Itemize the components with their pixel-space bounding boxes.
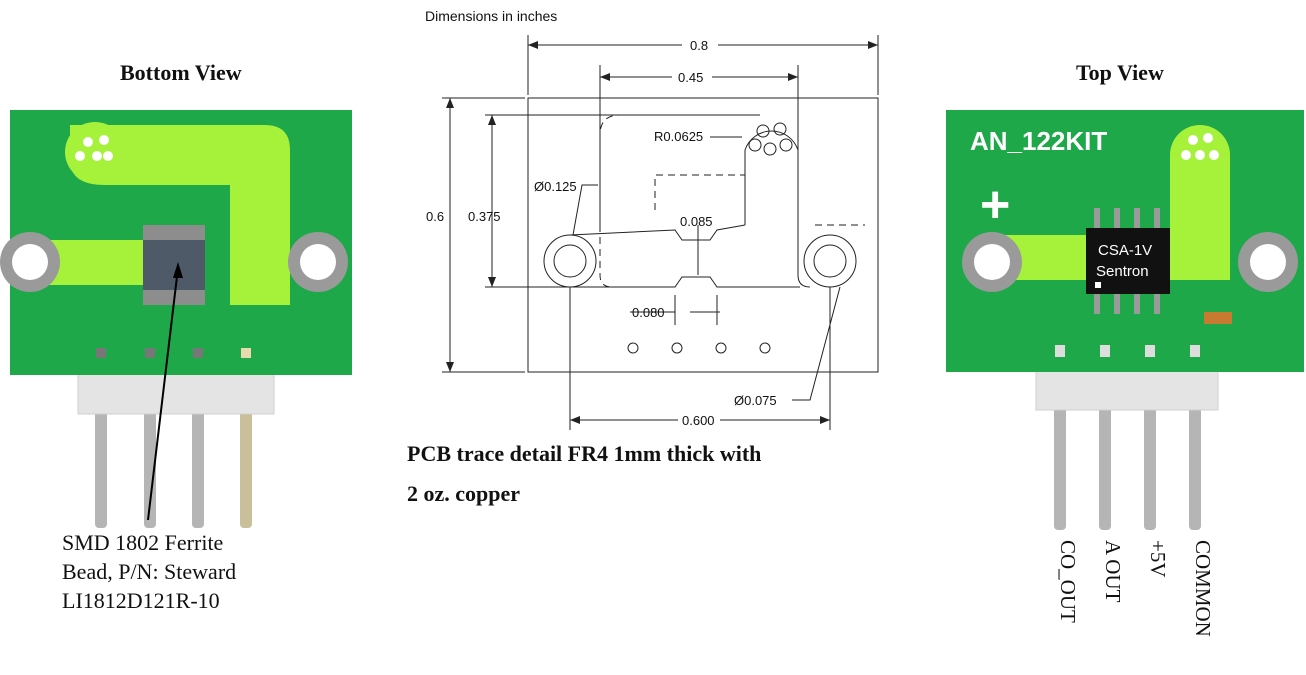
small-holes <box>627 342 771 354</box>
pcb-caption-line-1: PCB trace detail FR4 1mm thick with <box>407 441 762 466</box>
dim-width-label: 0.8 <box>690 38 708 53</box>
small-hole-diameter-label: Ø0.075 <box>734 393 777 408</box>
large-hole-right <box>803 234 857 288</box>
ferrite-caption-line-1: SMD 1802 Ferrite <box>62 530 224 555</box>
dim-trace-height-label: 0.375 <box>468 209 501 224</box>
top-solder-pads <box>1055 345 1200 357</box>
pin-label-co-out: CO_OUT <box>1056 540 1080 623</box>
bottom-solder-pads <box>96 348 251 358</box>
top-via-cluster <box>1181 133 1219 160</box>
pcb-trace-drawing: 0.8 0.45 0.6 0.375 R0.0625 Ø0.125 0.085 … <box>426 35 879 430</box>
ferrite-caption-line-2: Bead, P/N: Steward <box>62 559 237 584</box>
top-view-board: + AN_122KIT CSA-1V Sentron <box>946 110 1304 530</box>
dimensions-note: Dimensions in inches <box>425 8 558 24</box>
hole-spacing-label: 0.600 <box>682 413 715 428</box>
bottom-header-pins <box>95 410 252 528</box>
dim-height-label: 0.6 <box>426 209 444 224</box>
plus-marking: + <box>980 176 1010 234</box>
chip-label-line-1: CSA-1V <box>1098 242 1152 259</box>
bottom-view-title: Bottom View <box>120 60 242 85</box>
radius-label: R0.0625 <box>654 129 703 144</box>
large-hole-left <box>543 234 597 288</box>
ferrite-caption: SMD 1802 Ferrite Bead, P/N: Steward LI18… <box>62 528 236 615</box>
pin-label-5v: +5V <box>1146 540 1170 578</box>
board-label: AN_122KIT <box>970 126 1107 156</box>
board-outline <box>527 97 879 373</box>
chip-leads <box>1094 208 1160 314</box>
pcb-caption-line-2: 2 oz. copper <box>407 481 521 506</box>
ferrite-leader-line <box>147 267 179 521</box>
neck-bottom-label: 0.080 <box>632 305 665 320</box>
bottom-via-cluster <box>75 135 113 161</box>
dim-trace-width-label: 0.45 <box>678 70 703 85</box>
top-connector-housing <box>1035 367 1219 411</box>
pin-label-a-out: A OUT <box>1101 540 1125 603</box>
top-view-title: Top View <box>1076 60 1164 85</box>
bottom-trace-loop <box>70 125 290 305</box>
pin-label-common: COMMON <box>1191 540 1215 637</box>
large-hole-diameter-label: Ø0.125 <box>534 179 577 194</box>
chip-label-line-2: Sentron <box>1096 263 1149 280</box>
bottom-view-board <box>0 110 352 528</box>
neck-top-label: 0.085 <box>680 214 713 229</box>
top-trace-riser <box>1170 155 1230 280</box>
top-header-pins <box>1054 400 1201 530</box>
bottom-connector-housing <box>77 371 275 415</box>
ferrite-caption-line-3: LI1812D121R-10 <box>62 588 220 613</box>
smd-component <box>1204 312 1232 324</box>
pcb-trace-caption: PCB trace detail FR4 1mm thick with 2 oz… <box>407 434 761 514</box>
